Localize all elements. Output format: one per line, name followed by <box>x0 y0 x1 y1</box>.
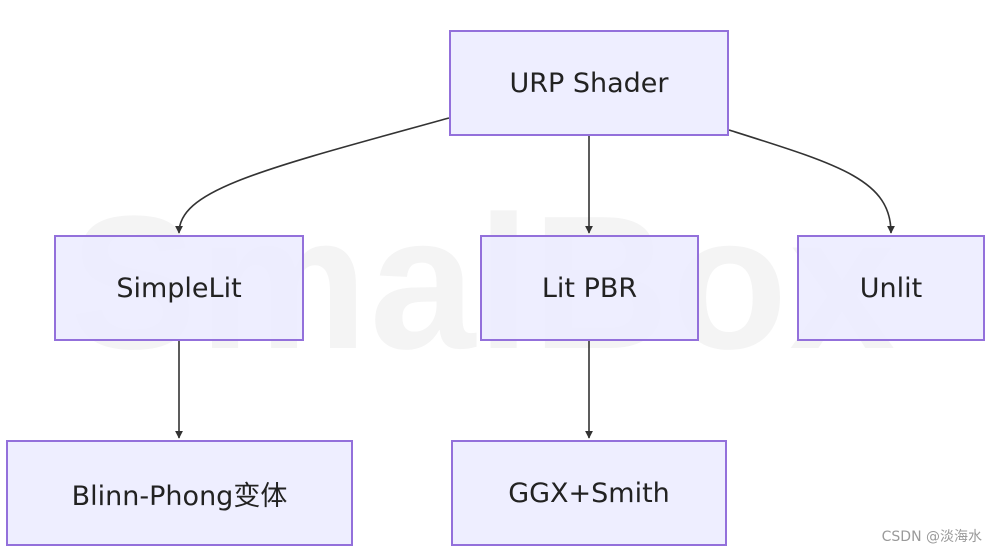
node-simplelit: SimpleLit <box>54 235 304 341</box>
node-label: SimpleLit <box>116 272 242 304</box>
node-label: Unlit <box>859 272 923 304</box>
node-label: Blinn-Phong变体 <box>71 480 288 512</box>
node-blinn-phong: Blinn-Phong变体 <box>6 440 353 546</box>
node-ggx-smith: GGX+Smith <box>451 440 727 546</box>
node-unlit: Unlit <box>797 235 985 341</box>
node-lit-pbr: Lit PBR <box>480 235 699 341</box>
node-label: Lit PBR <box>541 272 638 304</box>
edge-root-simplelit <box>175 117 450 234</box>
node-urp-shader: URP Shader <box>449 30 729 136</box>
edge-root-unlit <box>728 129 895 234</box>
node-label: URP Shader <box>509 67 669 99</box>
credit-watermark: CSDN @淡海水 <box>881 529 982 545</box>
node-label: GGX+Smith <box>508 477 670 509</box>
